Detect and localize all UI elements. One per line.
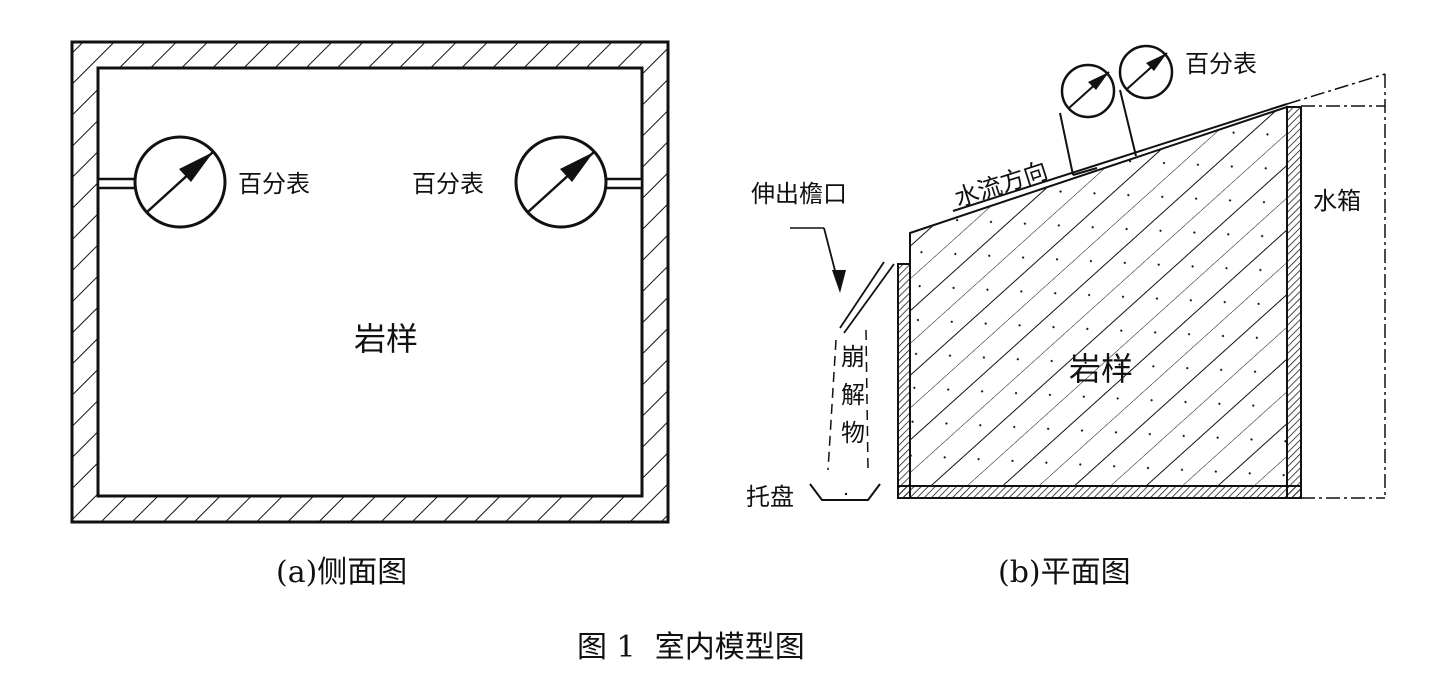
plan-view-panel: 百分表 水流方向 伸出檐口 水箱 岩样 崩 解 物 托盘 (b)平面图 [746, 44, 1386, 590]
water-tank-label: 水箱 [1313, 187, 1361, 215]
caption-b: (b)平面图 [998, 555, 1131, 590]
gauge-left-label: 百分表 [238, 170, 310, 198]
figure-title: 图 1 室内模型图 [577, 630, 805, 665]
dial-gauge-top-icon [1059, 44, 1174, 176]
rock-sample-label-b: 岩样 [1069, 350, 1133, 388]
gauge-top-label: 百分表 [1185, 50, 1257, 78]
container-wall [72, 42, 668, 522]
flow-surface [952, 73, 1386, 499]
rock-sample-label: 岩样 [354, 320, 418, 358]
tray-icon [809, 483, 881, 501]
dial-gauge-right-icon [514, 135, 644, 229]
debris-char-1: 崩 [841, 343, 865, 371]
eave-and-debris [790, 227, 895, 471]
debris-char-3: 物 [841, 419, 865, 447]
tray-label: 托盘 [746, 483, 794, 511]
container-wall-b [897, 106, 1302, 499]
gauge-right-label: 百分表 [412, 170, 484, 198]
debris-char-2: 解 [841, 381, 865, 409]
caption-a: (a)侧面图 [276, 555, 407, 590]
dial-gauge-left-icon [96, 135, 227, 229]
eave-label: 伸出檐口 [751, 180, 847, 208]
side-view-panel: 百分表 百分表 岩样 (a)侧面图 [70, 40, 670, 590]
